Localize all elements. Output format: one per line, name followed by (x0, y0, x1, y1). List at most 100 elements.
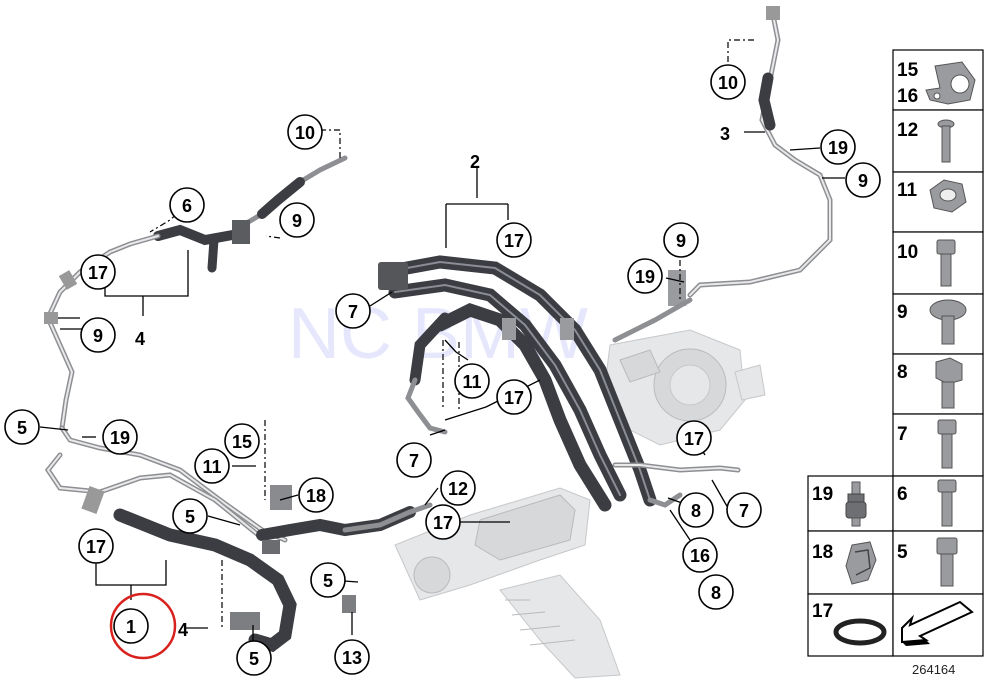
callout-label: 8 (691, 501, 701, 521)
callout-label: 12 (448, 479, 468, 499)
callout-c19a-part-19: 19 (102, 419, 138, 455)
callout-c17a-part-17: 17 (80, 254, 116, 290)
callout-c13-part-13: 13 (334, 639, 370, 675)
callout-c10b-part-10: 10 (710, 64, 746, 100)
socket-screw-icon (936, 537, 958, 587)
callout-label: 19 (635, 267, 655, 287)
callout-c19c-part-19: 19 (820, 129, 856, 165)
callout-label: 17 (504, 231, 524, 251)
callout-label: 9 (292, 211, 302, 231)
hex-bolt-icon (935, 357, 963, 409)
callout-c9d-part-9: 9 (845, 162, 881, 198)
callout-c11a-part-11: 11 (194, 448, 230, 484)
spring-clip-icon (845, 541, 877, 585)
table-label-12: 12 (897, 120, 918, 141)
label-part-4: 4 (135, 329, 145, 349)
callout-label: 9 (93, 326, 103, 346)
callout-label: 8 (711, 583, 721, 603)
callout-c9a-part-9: 9 (279, 202, 315, 238)
socket-screw-icon (937, 419, 957, 469)
callout-c16-part-16: 16 (682, 537, 718, 573)
table-label-18: 18 (812, 542, 833, 563)
callout-c1-part-1: 1 (113, 608, 149, 644)
callout-label: 7 (348, 302, 358, 322)
callout-label: 5 (323, 571, 333, 591)
callout-label: 5 (249, 649, 259, 669)
callout-label: 17 (86, 537, 106, 557)
table-label-5: 5 (897, 542, 908, 563)
callout-c7c-part-7: 7 (726, 492, 762, 528)
callout-label: 5 (185, 507, 195, 527)
callout-c8a-part-8: 8 (678, 492, 714, 528)
callout-c7b-part-7: 7 (396, 442, 432, 478)
socket-screw-icon (936, 239, 956, 287)
label-part-4-lower: 4 (178, 620, 188, 640)
rubber-mount-icon (845, 481, 867, 527)
callout-c11b-part-11: 11 (454, 363, 490, 399)
callout-c17e-part-17: 17 (496, 379, 532, 415)
callout-label: 10 (295, 123, 315, 143)
callout-label: 17 (504, 388, 524, 408)
callout-c5d-part-5: 5 (310, 562, 346, 598)
hose-lines (44, 6, 833, 653)
callout-label: 17 (684, 429, 704, 449)
callout-c17d-part-17: 17 (496, 222, 532, 258)
callout-label: 1 (126, 617, 136, 637)
table-label-17: 17 (812, 601, 833, 622)
hex-nut-icon (929, 179, 967, 213)
callout-label: 9 (676, 231, 686, 251)
callout-label: 13 (342, 648, 362, 668)
callout-c9c-part-9: 9 (663, 222, 699, 258)
callout-c12-part-12: 12 (440, 470, 476, 506)
callout-c17f-part-17: 17 (676, 420, 712, 456)
label-part-2: 2 (470, 152, 480, 172)
callout-label: 5 (17, 418, 27, 438)
callout-label: 9 (858, 171, 868, 191)
table-label-6: 6 (897, 484, 908, 505)
callout-label: 7 (739, 501, 749, 521)
callout-c7a-part-7: 7 (335, 293, 371, 329)
reference-number: 264164 (912, 662, 955, 677)
table-label-9: 9 (897, 302, 908, 323)
table-label-16: 16 (897, 86, 918, 107)
callout-label: 15 (232, 432, 252, 452)
callout-c5b-part-5: 5 (172, 498, 208, 534)
callout-c17c-part-17: 17 (425, 504, 461, 540)
callout-label: 10 (718, 73, 738, 93)
callout-c9b-part-9: 9 (80, 317, 116, 353)
leader-lines (39, 39, 845, 642)
callout-c6-part-6: 6 (169, 187, 205, 223)
callout-c5c-part-5: 5 (236, 640, 272, 676)
steering-rack-drawing (394, 487, 621, 679)
arrow-icon (901, 600, 974, 646)
callout-c18-part-18: 18 (298, 477, 334, 513)
callout-label: 17 (88, 263, 108, 283)
highlight-ring (109, 592, 177, 660)
callout-label: 19 (828, 138, 848, 158)
bolt-icon (937, 119, 955, 163)
socket-screw-icon (937, 479, 957, 527)
table-label-7: 7 (897, 424, 908, 445)
torx-screw-icon (929, 299, 967, 345)
clip-bracket-icon (925, 61, 976, 105)
callout-c8b-part-8: 8 (698, 574, 734, 610)
table-label-15: 15 (897, 60, 919, 81)
callout-c10a-part-10: 10 (287, 114, 323, 150)
callout-label: 19 (110, 428, 130, 448)
callout-label: 6 (182, 196, 192, 216)
callout-label: 11 (202, 457, 221, 477)
callout-label: 7 (409, 451, 419, 471)
table-label-10: 10 (897, 242, 918, 263)
table-label-11: 11 (897, 180, 918, 201)
callout-label: 16 (690, 546, 710, 566)
o-ring-icon (833, 618, 887, 646)
table-label-19: 19 (812, 484, 833, 505)
callout-label: 18 (306, 486, 326, 506)
callout-c19b-part-19: 19 (627, 258, 663, 294)
callout-label: 11 (462, 372, 481, 392)
label-part-3: 3 (720, 124, 730, 144)
table-label-8: 8 (897, 362, 908, 383)
steering-pump-drawing (604, 329, 766, 446)
